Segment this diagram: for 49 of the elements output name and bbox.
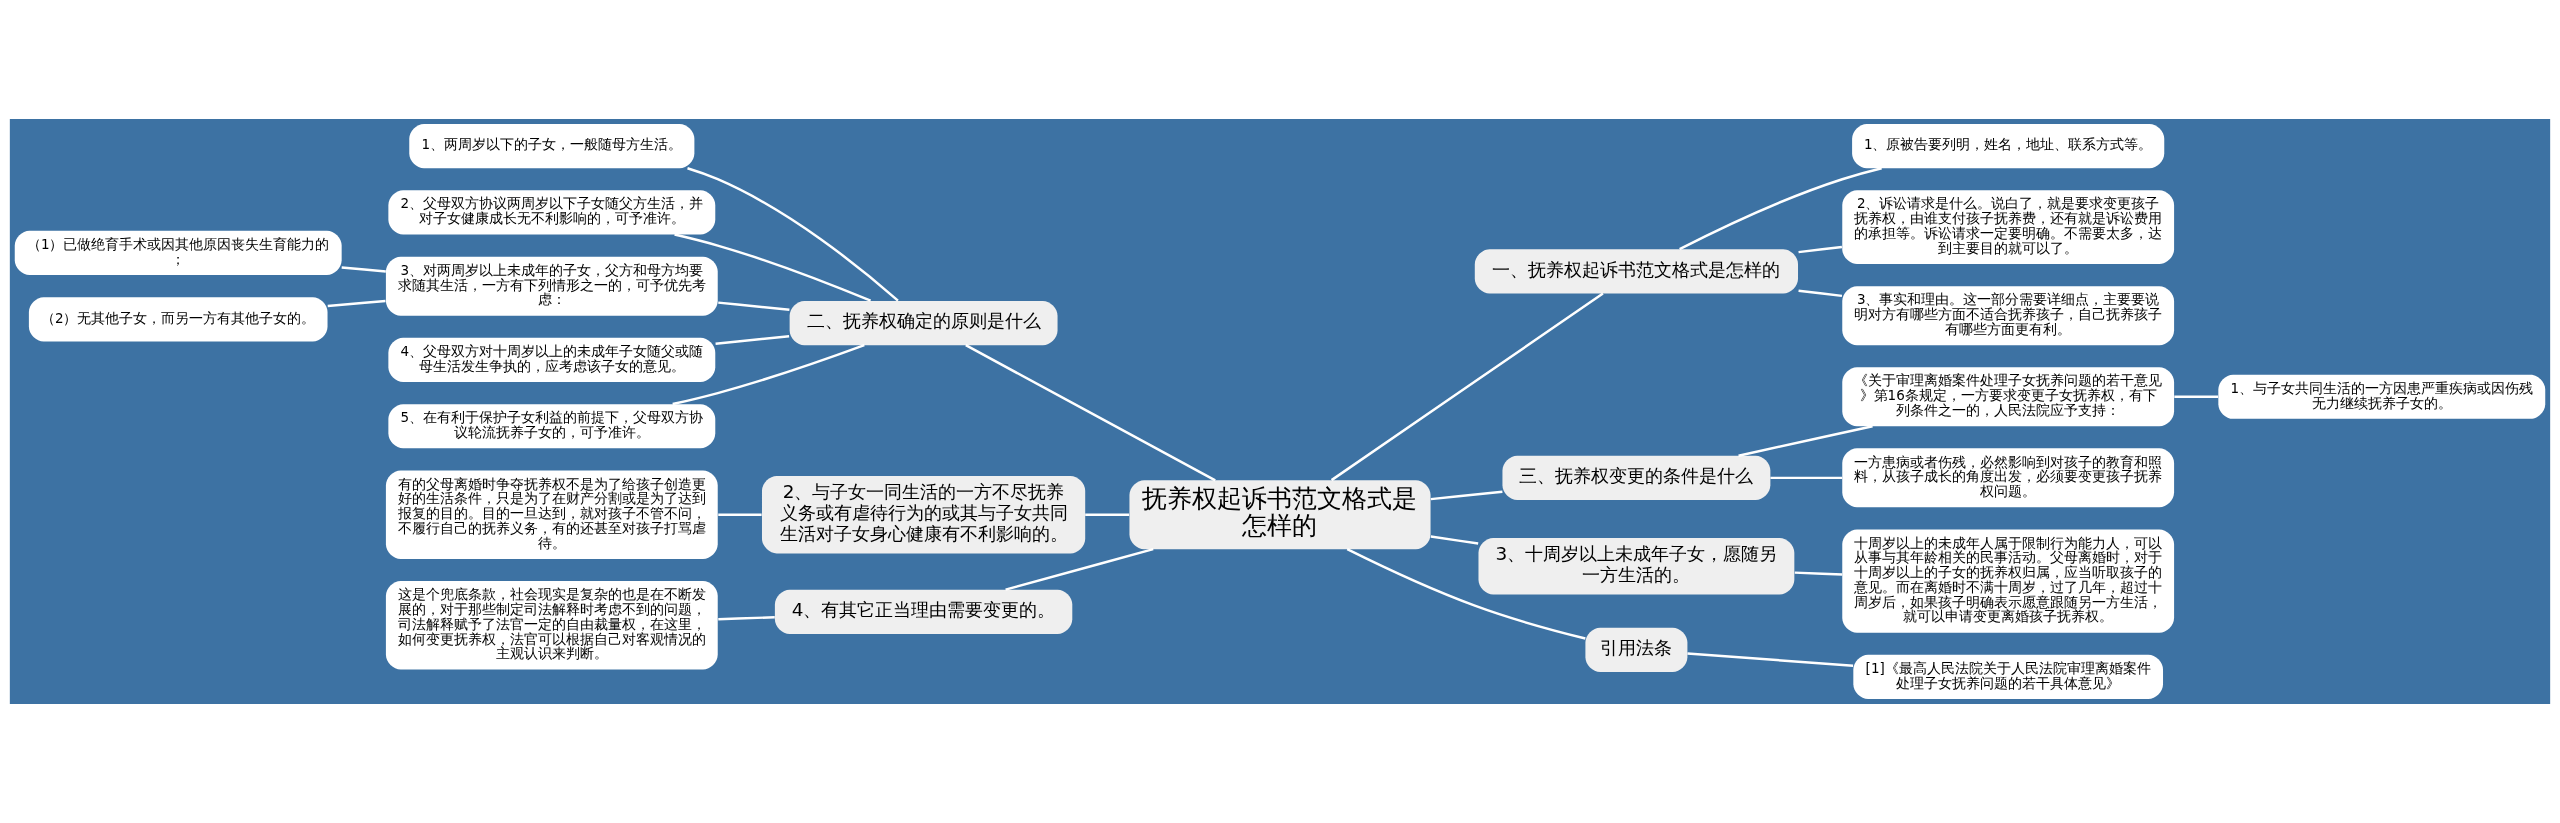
node-box: 三、抚养权变更的条件是什么 [1502,455,1771,500]
node-box: 一、抚养权起诉书范文格式是怎样的 [1474,249,1798,294]
connector [1085,513,1130,516]
node-box: （1）已做绝育手术或因其他原因丧失生育能力的； [14,230,342,276]
connector [1005,548,1154,591]
node-box: 抚养权起诉书范文格式是怎样的 [1129,480,1431,550]
node-box: 这是个兜底条款，社会现实是复杂的也是在不断发展的，对于那些制定司法解释时考虑不到的问题，司法解释赋予了法官一定的自由裁量权，在这里，如何变更抚养权，法官可以根据自己对客观情况的主观认识来判断。 [385,581,718,670]
connector [1798,245,1843,254]
connector [1679,167,1882,251]
connector [1798,289,1843,298]
connector [965,344,1216,482]
node-box: 一方患病或者伤残，必然影响到对孩子的教育和照料，从孩子成长的角度出发，必须要变更孩子抚养权问题。 [1842,448,2175,508]
connector [674,233,872,302]
node-box: 《关于审理离婚案件处理子女抚养问题的若干意见》第16条规定，一方要求变更子女抚养权，有下列条件之一的，人民法院应予支持： [1842,367,2175,427]
connector [1770,476,1843,480]
node-box: 1、原被告要列明，姓名，地址、联系方式等。 [1852,123,2165,169]
node-box: 2、诉讼请求是什么。说白了，就是要求变更孩子抚养权，由谁支付孩子抚养费，还有就是诉讼费用的承担等。诉讼请求一定要明确。不需要太多，达到主要目的就可以了。 [1842,190,2175,264]
node-box: 引用法条 [1585,627,1688,673]
connector [1330,292,1604,482]
connector [687,167,899,302]
connector [1430,535,1479,545]
node-box: 1、两周岁以下的子女，一般随母方生活。 [409,123,695,169]
node-box: 1、与子女共同生活的一方因患严重疾病或因伤残无力继续抚养子女的。 [2218,374,2546,419]
node-box: 2、与子女一同生活的一方不尽抚养义务或有虐待行为的或其与子女共同生活对子女身心健康有不利影响的。 [762,476,1086,554]
connector [327,299,386,308]
connector [672,344,865,406]
node-box: 2、父母双方协议两周岁以下子女随父方生活，并对子女健康成长无不利影响的，可予准许。 [388,190,716,235]
connector [1738,425,1873,457]
connector [715,335,790,345]
node-box: 3、十周岁以上未成年子女，愿随另一方生活的。 [1478,538,1795,595]
node-box: 二、抚养权确定的原则是什么 [789,300,1058,346]
connector [1430,490,1503,501]
connector [718,301,790,311]
node-box: （2）无其他子女，而另一方有其他子女的。 [28,297,328,342]
node-box: 十周岁以上的未成年人属于限制行为能力人，可以从事与其年龄相关的民事活动。父母离婚时，对于十周岁以上的子女的抚养权归属，应当听取孩子的意见。而在离婚时不满十周岁，过了几年，超过十周岁后，如果孩子明确表示愿意跟随另一方生活，就可以申请变更离婚孩子抚养权。 [1842,529,2175,633]
node-box: 3、事实和理由。这一部分需要详细点，主要要说明对方有哪些方面不适合抚养孩子，自己抚养孩子有哪些方面更有利。 [1842,286,2175,346]
connector [1794,571,1843,576]
node-box: 有的父母离婚时争夺抚养权不是为了给孩子创造更好的生活条件，只是为了在财产分割或是为了达到报复的目的。目的一旦达到，就对孩子不管不问，不履行自己的抚养义务，有的还甚至对孩子打骂虐待。 [385,470,718,559]
connector [2174,395,2219,398]
connector [1346,548,1586,640]
node-box: 3、对两周岁以上未成年的子女，父方和母方均要求随其生活，一方有下列情形之一的，可予优先考虑： [385,256,718,316]
connector [1687,652,1854,667]
connector [341,266,386,273]
node-box: 4、父母双方对十周岁以上的未成年子女随父或随母生活发生争执的，应考虑该子女的意见。 [388,337,716,382]
connector [718,513,762,516]
node-box: 4、有其它正当理由需要变更的。 [774,589,1073,634]
node-box: 5、在有利于保护子女利益的前提下，父母双方协议轮流抚养子女的，可予准许。 [388,404,716,449]
connector [718,616,775,621]
node-box: [1]《最高人民法院关于人民法院审理离婚案件处理子女抚养问题的若干具体意见》 [1853,654,2164,700]
